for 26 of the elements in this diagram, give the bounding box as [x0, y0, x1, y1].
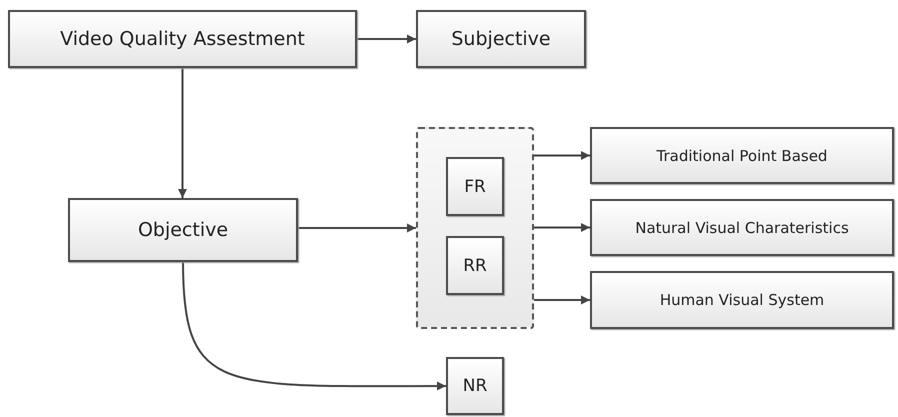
process-box [68, 198, 298, 262]
box-label: Human Visual System [660, 291, 824, 309]
process-box [446, 236, 504, 295]
arrow [182, 262, 446, 391]
process-box [590, 199, 894, 256]
process-box [590, 271, 894, 329]
process-box [446, 157, 504, 216]
group-box [416, 127, 534, 329]
box-label: Video Quality Assestment [60, 28, 305, 50]
box-label: FR [464, 176, 486, 196]
arrow [534, 296, 590, 304]
box-label: RR [463, 256, 487, 276]
arrow [534, 223, 590, 232]
box-label: Traditional Point Based [656, 146, 828, 164]
process-box [8, 10, 357, 68]
arrow [178, 68, 187, 198]
arrow [298, 224, 416, 232]
arrow [357, 34, 416, 44]
box-label: Subjective [451, 28, 551, 50]
process-box [416, 10, 586, 68]
box-label: Objective [138, 219, 228, 241]
process-box [446, 357, 504, 415]
arrow [534, 151, 590, 160]
process-box [590, 127, 894, 184]
box-label: Natural Visual Charateristics [635, 218, 849, 236]
box-label: NR [462, 376, 488, 396]
